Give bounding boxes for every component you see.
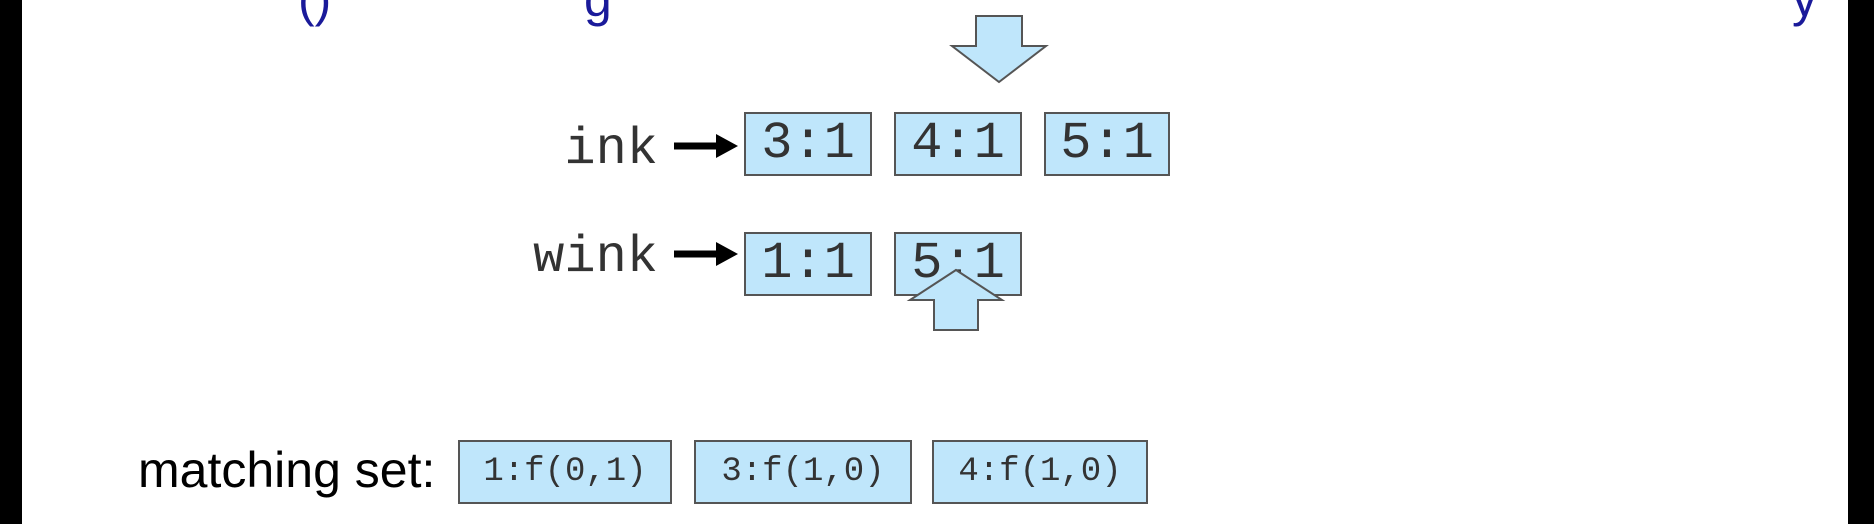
matching-set-item-1: 1:f(0,1) — [458, 440, 672, 504]
term-ink: ink — [564, 120, 658, 179]
pointer-arrow-icon — [674, 242, 738, 266]
slide: () g y ink wink 3:1 4:1 5:1 1:1 5:1 matc… — [22, 0, 1848, 524]
posting-ink-2: 4:1 — [894, 112, 1022, 176]
pointer-arrow-icon — [674, 134, 738, 158]
posting-wink-1: 1:1 — [744, 232, 872, 296]
matching-set-label: matching set: — [138, 442, 436, 498]
matching-set-item-3: 4:f(1,0) — [932, 440, 1148, 504]
block-arrow-up-icon — [906, 268, 1006, 331]
posting-ink-1: 3:1 — [744, 112, 872, 176]
term-wink: wink — [533, 228, 658, 287]
posting-ink-3: 5:1 — [1044, 112, 1170, 176]
matching-set-item-2: 3:f(1,0) — [694, 440, 912, 504]
block-arrow-down-icon — [949, 15, 1049, 84]
arrows-layer — [674, 15, 1049, 331]
